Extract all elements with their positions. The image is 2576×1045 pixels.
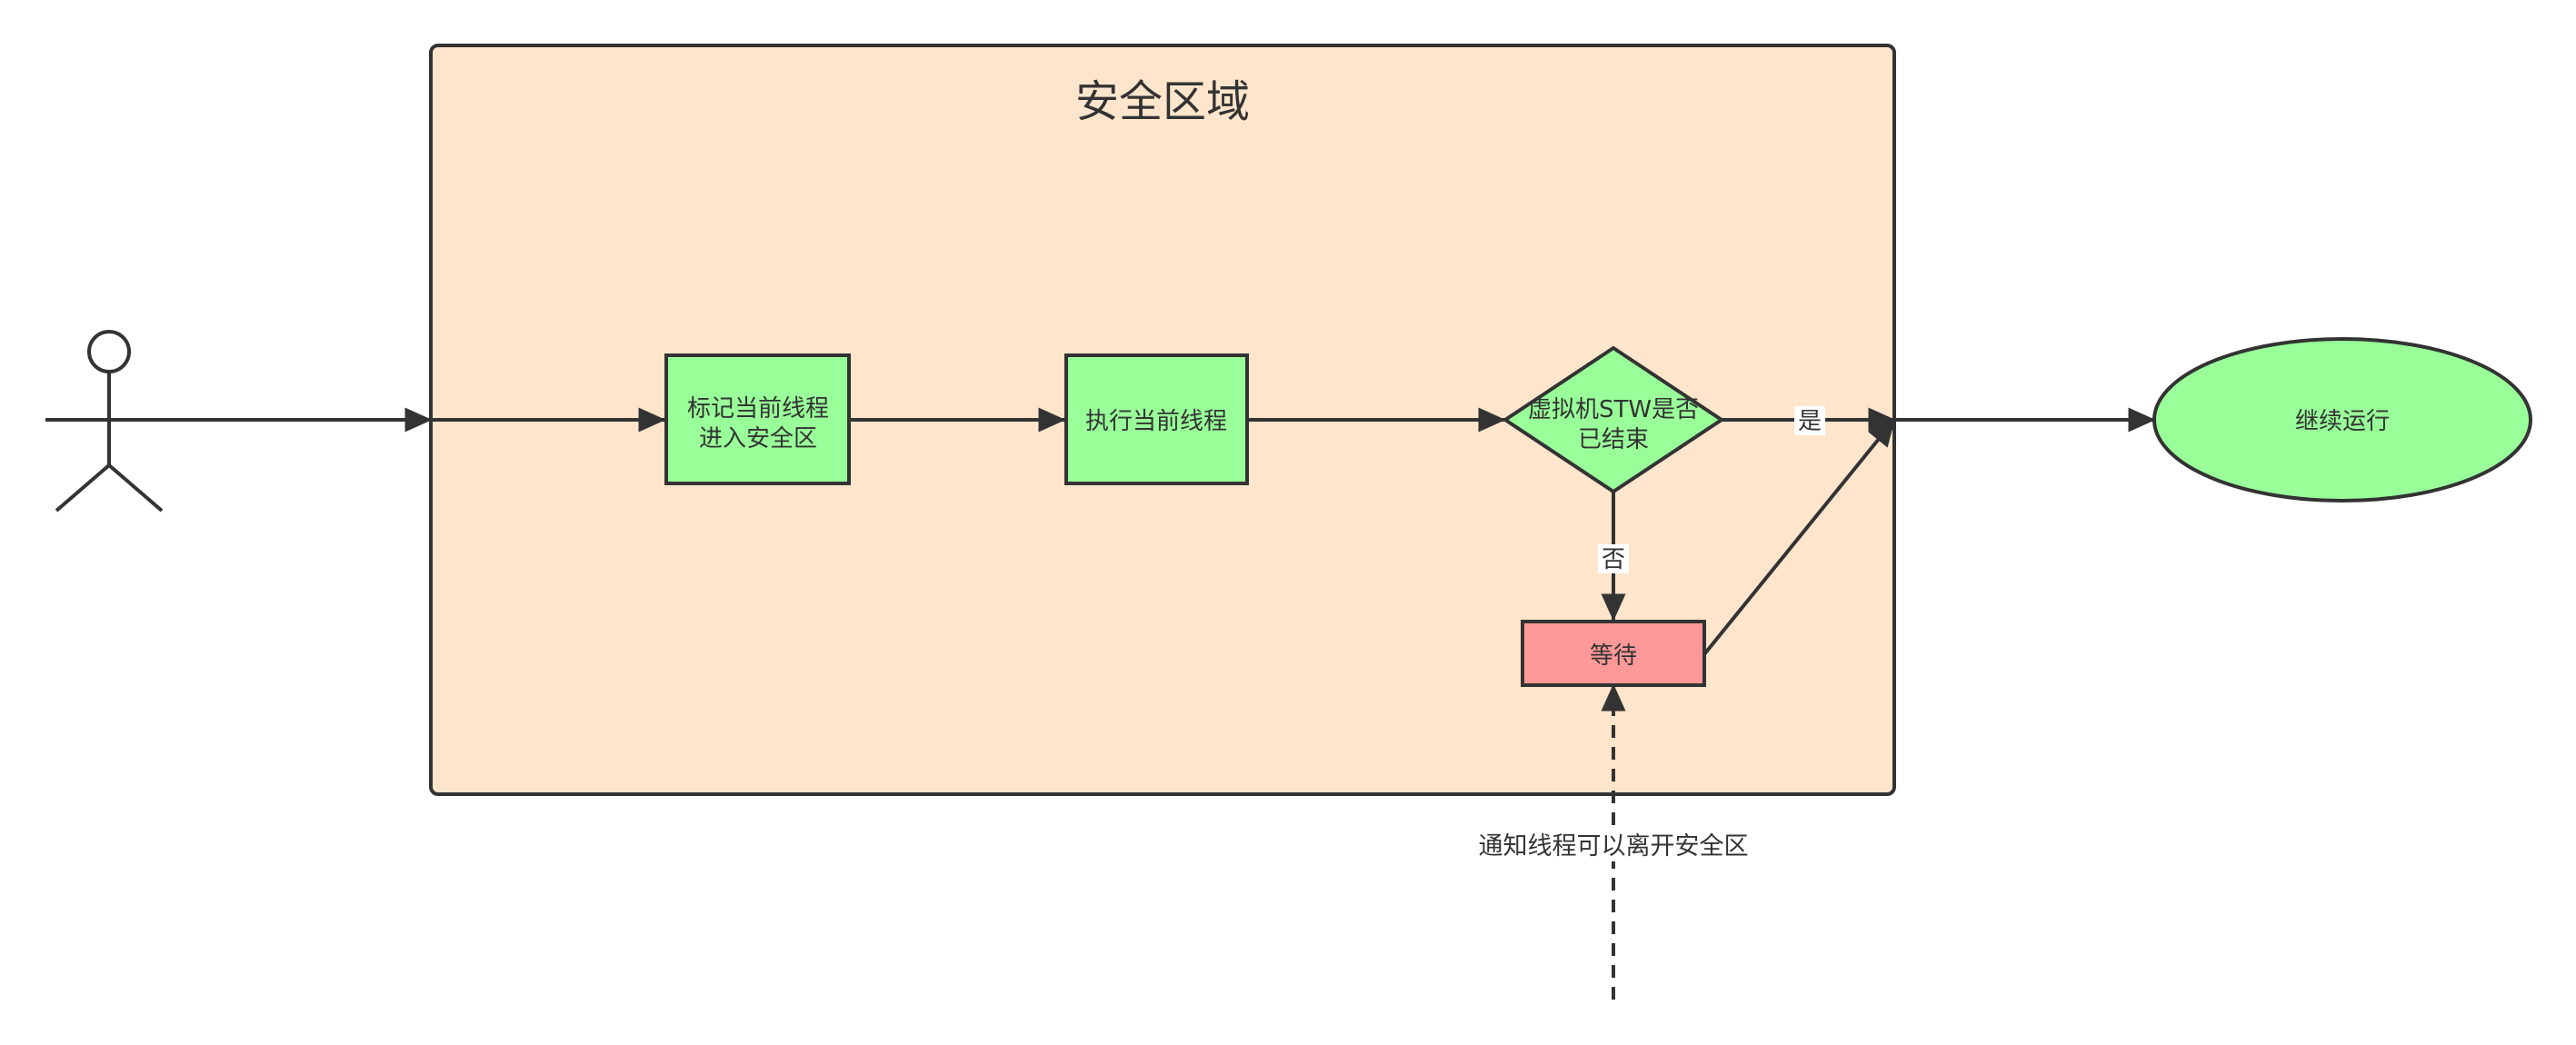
svg-text:等待: 等待: [1590, 642, 1637, 670]
safe-region-title: 安全区域: [1075, 76, 1250, 127]
svg-text:否: 否: [1602, 546, 1625, 573]
actor-icon: [55, 330, 164, 513]
node-execute-thread: 执行当前线程: [1064, 353, 1249, 485]
edge-label-yes: 是: [1794, 406, 1825, 435]
svg-text:继续运行: 继续运行: [2295, 408, 2390, 435]
node-decision-stw: 虚拟机STW是否 已结束: [1502, 345, 1725, 494]
svg-text:进入安全区: 进入安全区: [699, 425, 817, 453]
svg-text:已结束: 已结束: [1578, 426, 1649, 453]
svg-text:标记当前线程: 标记当前线程: [687, 395, 829, 423]
svg-text:虚拟机STW是否: 虚拟机STW是否: [1528, 396, 1699, 423]
annotation-notify-leave: 通知线程可以离开安全区: [1477, 825, 1750, 861]
node-continue-running: 继续运行: [2152, 337, 2532, 503]
svg-text:是: 是: [1798, 408, 1822, 435]
edge-label-no: 否: [1598, 544, 1629, 573]
node-wait: 等待: [1521, 620, 1706, 687]
edge-wait-to-exit: [1702, 418, 1896, 656]
svg-text:执行当前线程: 执行当前线程: [1085, 408, 1227, 435]
node-mark-thread: 标记当前线程 进入安全区: [664, 353, 851, 485]
svg-text:通知线程可以离开安全区: 通知线程可以离开安全区: [1479, 832, 1749, 861]
